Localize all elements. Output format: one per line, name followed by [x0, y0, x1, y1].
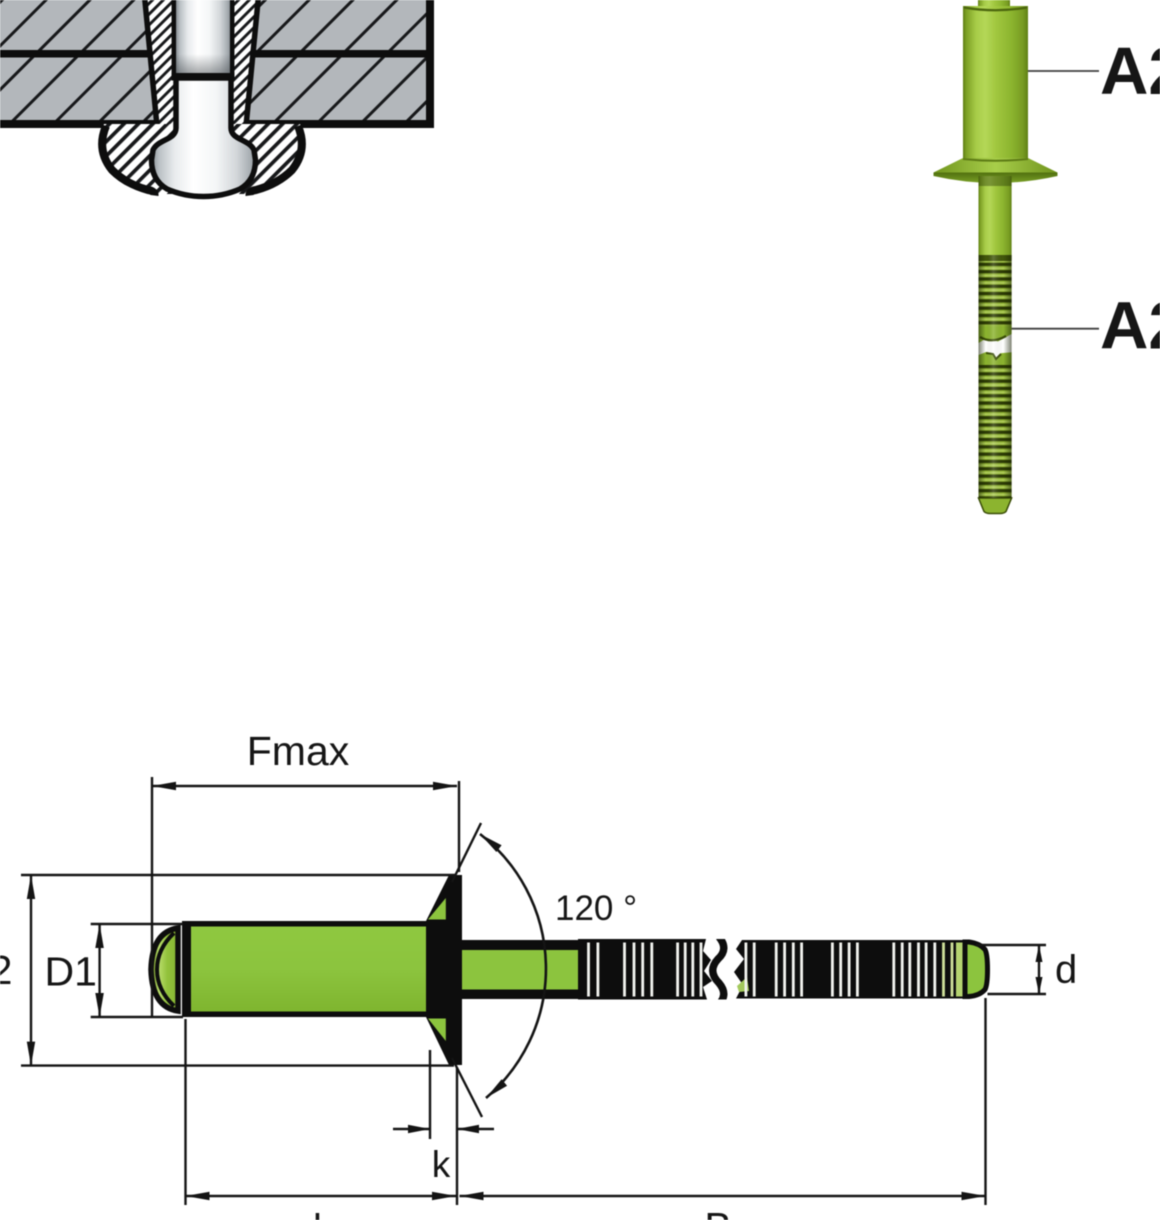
arrow-d-bottom	[1035, 977, 1043, 994]
callouts: A2 A2	[1011, 34, 1160, 364]
label-d1: D1	[45, 949, 97, 995]
rivet-drawing	[148, 875, 991, 1065]
rivet-body-3d	[963, 6, 1028, 160]
mandrel-fill	[462, 950, 578, 990]
dimension-arrows	[26, 781, 1043, 1201]
label-b: B	[704, 1204, 731, 1220]
rivet-photo-view: A2 A2	[933, 0, 1160, 515]
mandrel-stem-3d	[978, 176, 1012, 260]
arrow-l-right	[432, 1191, 456, 1201]
angle-tangent-upper	[450, 822, 483, 883]
bulb-outline	[98, 124, 306, 196]
tip-green-band	[956, 942, 963, 997]
arrow-d1-bottom	[95, 993, 104, 1017]
arrow-d-top	[1035, 945, 1043, 962]
body-cone-junction	[962, 158, 1029, 162]
label-d2: D2	[0, 947, 13, 993]
label-angle: 120 °	[555, 889, 637, 928]
mandrel-break-edge	[171, 73, 235, 81]
mandrel-bore	[171, 0, 235, 81]
plate-right-edge	[426, 0, 434, 128]
rivet-3d-model	[933, 0, 1058, 515]
arrow-l-left	[185, 1191, 210, 1201]
label-l: l	[313, 1207, 322, 1220]
label-fmax: Fmax	[247, 728, 350, 774]
rivet-sleeve-section	[142, 0, 261, 127]
body-fill	[191, 926, 426, 1012]
arrow-b-right	[961, 1191, 986, 1201]
dimensioning	[21, 777, 1046, 1205]
drawing-break-sliver	[709, 939, 728, 1000]
label-k: k	[432, 1144, 451, 1185]
dimension-drawing: Fmax D2 D1 120 ° k d l B	[0, 728, 1077, 1220]
body-top-edge	[963, 6, 1028, 12]
arrow-d1-top	[95, 924, 104, 948]
sleeve-wall-left	[144, 0, 176, 126]
mandrel-serrated-2	[734, 940, 968, 999]
arrow-d2-bottom	[26, 1041, 36, 1066]
arrow-k-left	[408, 1124, 430, 1134]
label-a2-mandrel: A2	[1100, 289, 1160, 364]
head-cone-3d	[933, 158, 1058, 173]
arrow-fmax-left	[152, 781, 176, 791]
head-cone-upper-fill	[428, 898, 446, 920]
sleeve-wall-right	[230, 0, 259, 126]
mandrel-stub-3d	[978, 0, 1010, 8]
dimension-labels: Fmax D2 D1 120 ° k d l B	[0, 728, 1077, 1220]
arrow-k-right	[457, 1124, 479, 1134]
arrow-d2-top	[26, 875, 36, 899]
label-a2-body: A2	[1100, 34, 1160, 109]
mandrel-head-section	[148, 75, 259, 200]
angle-tangent-lower	[450, 1057, 484, 1118]
installed-rivet-cross-section	[0, 0, 434, 200]
mandrel-head-contour	[154, 931, 176, 1008]
arrow-angle-top	[480, 834, 502, 852]
mandrel-tip-drawing	[962, 939, 991, 999]
arrow-angle-bottom	[486, 1079, 508, 1098]
label-d: d	[1055, 948, 1077, 992]
angle-arc	[479, 832, 548, 1099]
head-cone-lower-fill	[428, 1018, 446, 1041]
head-black	[426, 875, 462, 1065]
arrow-b-left	[459, 1191, 484, 1201]
arrow-fmax-right	[433, 781, 457, 791]
mandrel-tip-3d	[977, 497, 1013, 515]
